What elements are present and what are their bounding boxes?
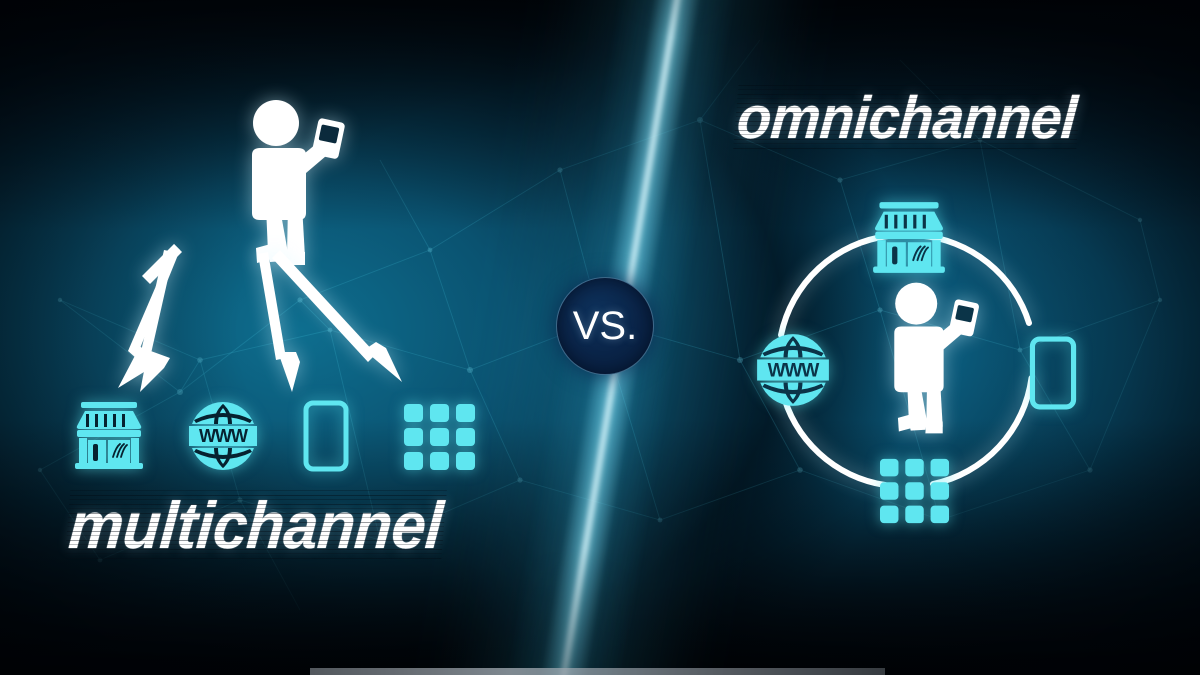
arrow-to-apps	[272, 250, 402, 382]
vs-label: VS.	[572, 303, 638, 348]
mobile-phone-icon[interactable]	[302, 400, 350, 472]
web-globe-www-icon[interactable]: WWW	[188, 400, 258, 472]
apps-grid-icon[interactable]	[404, 404, 476, 470]
web-globe-www-icon[interactable]: WWW	[756, 332, 830, 408]
multichannel-panel: WWW	[0, 0, 530, 675]
svg-text:WWW: WWW	[199, 426, 248, 446]
person-with-phone-icon	[252, 100, 345, 265]
svg-text:WWW: WWW	[768, 360, 820, 381]
omnichannel-title: omnichannel	[734, 84, 1080, 151]
apps-grid-icon[interactable]	[880, 458, 950, 524]
omnichannel-panel: WWW	[690, 0, 1200, 675]
bottom-progress-bar[interactable]	[310, 668, 885, 675]
store-icon[interactable]	[871, 200, 947, 276]
vs-comparison-badge: VS.	[556, 277, 654, 375]
arrow-to-mobile	[258, 252, 300, 392]
person-with-phone-icon	[894, 282, 979, 434]
arrow-to-web	[140, 250, 174, 392]
store-icon[interactable]	[74, 400, 144, 472]
multichannel-title: multichannel	[66, 488, 446, 562]
channel-arrows-group	[118, 244, 402, 392]
mobile-phone-icon[interactable]	[1028, 336, 1078, 410]
